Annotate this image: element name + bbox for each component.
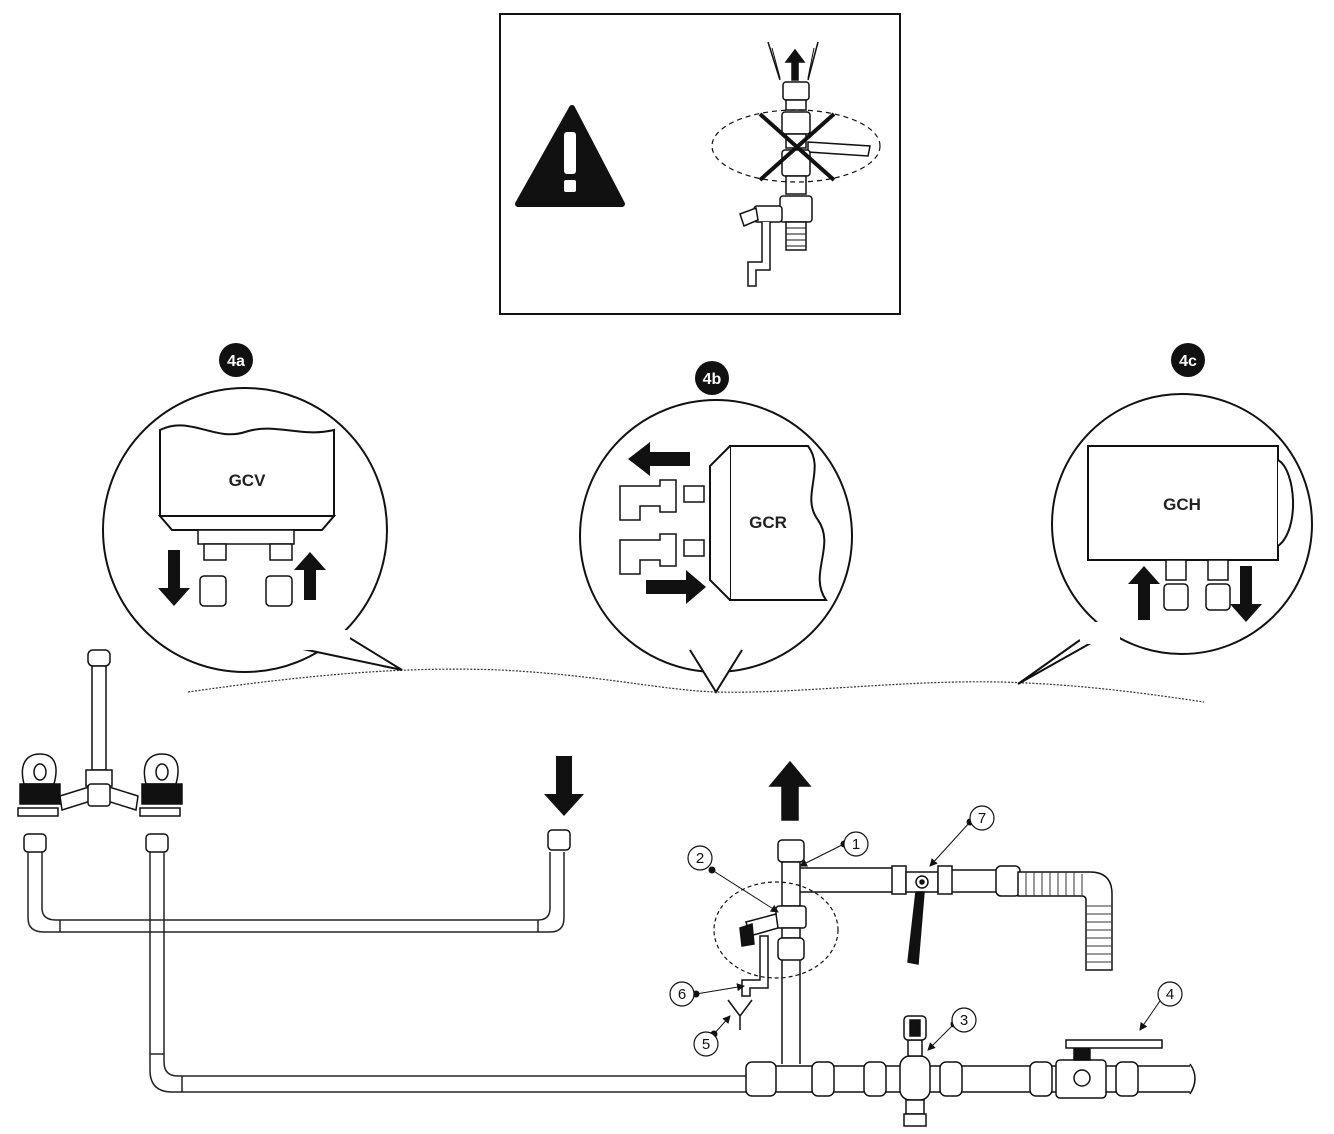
inlet-nut (547, 829, 571, 851)
mixer-faucet (17, 649, 183, 853)
bubble-4a: GCV (102, 387, 403, 673)
callout-7: 7 (929, 805, 995, 867)
callout-3: 3 (927, 1007, 977, 1051)
tag-4c: 4c (1171, 343, 1205, 377)
drain-funnel-icon (727, 999, 753, 1030)
svg-text:6: 6 (678, 986, 686, 1003)
arrow-up-icon (1128, 566, 1160, 620)
warning-triangle-icon (515, 105, 625, 207)
bubble-4b: GCR (579, 399, 853, 694)
gcr-label: GCR (749, 513, 787, 532)
arrow-down-icon (1230, 566, 1262, 622)
svg-text:5: 5 (702, 1036, 710, 1053)
bubble-4c: GCH (1017, 393, 1313, 685)
callout-5: 5 (693, 1015, 731, 1057)
arrow-left-icon (628, 442, 690, 476)
gcv-label: GCV (229, 471, 267, 490)
warning-panel (499, 13, 901, 315)
valve-group (739, 760, 1113, 1064)
callout-1: 1 (799, 831, 869, 867)
gch-label: GCH (1163, 495, 1201, 514)
divider-line (187, 668, 1205, 703)
valve-assembly-sketch (739, 41, 871, 287)
svg-text:4a: 4a (227, 353, 245, 370)
callout-6: 6 (669, 981, 745, 1007)
arrow-down-icon (158, 550, 190, 606)
tag-4b: 4b (695, 361, 729, 395)
svg-text:2: 2 (696, 850, 704, 867)
svg-text:1: 1 (852, 836, 860, 853)
arrow-up-icon (294, 552, 326, 600)
arrow-up-icon (768, 760, 812, 821)
arrow-right-icon (646, 570, 706, 604)
main-line (745, 1015, 1196, 1127)
safety-valve-highlight (713, 881, 839, 979)
svg-text:4c: 4c (1179, 353, 1197, 370)
svg-text:3: 3 (960, 1012, 968, 1029)
svg-text:4: 4 (1166, 986, 1174, 1003)
callout-4: 4 (1139, 981, 1183, 1031)
cross-mark-icon (758, 112, 836, 182)
svg-text:7: 7 (978, 810, 986, 827)
arrow-down-icon (544, 756, 584, 816)
callout-2: 2 (687, 845, 779, 913)
svg-text:4b: 4b (703, 371, 722, 388)
pipes-faucet (27, 852, 760, 1093)
tag-4a: 4a (219, 343, 253, 377)
highlight-ellipse (711, 109, 881, 183)
